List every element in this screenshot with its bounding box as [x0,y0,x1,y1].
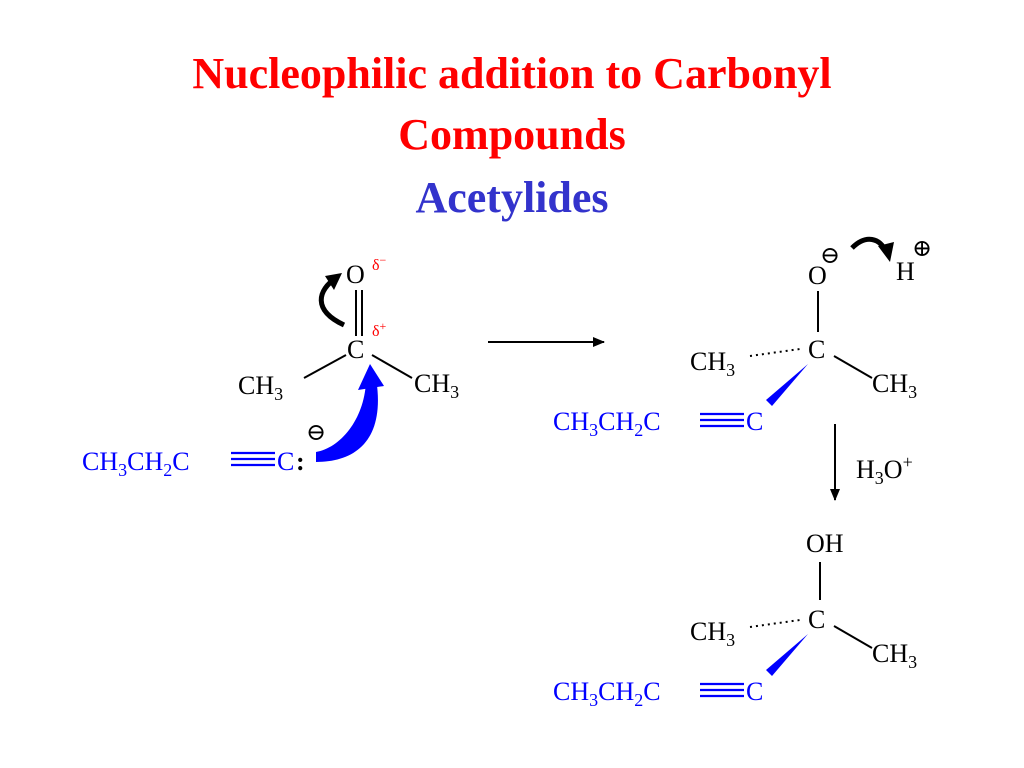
proton-charge-icon: ⊕ [912,236,932,262]
acid-workup-reagent: H3O+ [856,452,913,488]
product-alkynyl-group: CH3CH2C [553,677,661,710]
negative-charge-icon: ⊖ [306,420,326,446]
product-left-methyl: CH3 [690,617,735,650]
bond-to-left-methyl [303,354,347,379]
product-alkynyl-carbon: C [746,677,763,706]
alkoxide-oxygen: O [808,261,827,290]
product-central-carbon: C [808,605,825,634]
slide-subtitle: Acetylides [415,173,609,222]
product-right-methyl: CH3 [872,639,917,672]
intermediate-alkynyl-group: CH3CH2C [553,407,661,440]
intermediate-right-methyl: CH3 [872,369,917,402]
reactant-right-methyl: CH3 [414,369,459,402]
product-hydroxyl: OH [806,529,844,558]
product-wedge-bond [766,634,808,676]
intermediate-alkynyl-carbon: C [746,407,763,436]
intermediate-bond-right-methyl [833,355,873,379]
reactant-left-methyl: CH3 [238,371,283,404]
intermediate-left-methyl: CH3 [690,347,735,380]
bond-to-right-methyl [371,354,413,379]
alcohol-product: OH C CH3 CH3 CH3CH2C C [553,529,917,710]
product-hashed-wedge-bond [749,619,801,628]
reactant-oxygen-atom: O [346,260,365,289]
lone-pair-dots: : [296,447,305,476]
slide-title-line-1: Nucleophilic addition to Carbonyl [192,49,832,98]
intermediate-wedge-bond [766,364,808,406]
delta-minus-label: δ− [372,253,387,274]
hashed-wedge-bond [749,348,801,357]
reactant-molecule: O δ− C δ+ CH3 CH3 [238,253,459,404]
alkoxide-charge-icon: ⊖ [820,243,840,269]
alkoxide-intermediate: O ⊖ H ⊕ C CH3 CH3 CH3CH2C C [553,236,932,440]
reactant-carbonyl-carbon: C [347,335,364,364]
intermediate-central-carbon: C [808,335,825,364]
nucleophilic-attack-arrowhead [358,364,384,390]
pi-electron-arrowhead [325,273,342,290]
protonation-arrowhead [878,242,894,262]
proton-atom: H [896,257,915,286]
delta-plus-label: δ+ [372,319,387,340]
nucleophilic-attack-arrow [316,378,378,462]
acetylide-nucleophile: CH3CH2C C : ⊖ [82,364,384,480]
acetylide-formula-left: CH3CH2C [82,447,190,480]
acetylide-carbanion: C [277,447,294,476]
product-bond-right-methyl [833,625,873,649]
slide-title-line-2: Compounds [398,110,626,159]
